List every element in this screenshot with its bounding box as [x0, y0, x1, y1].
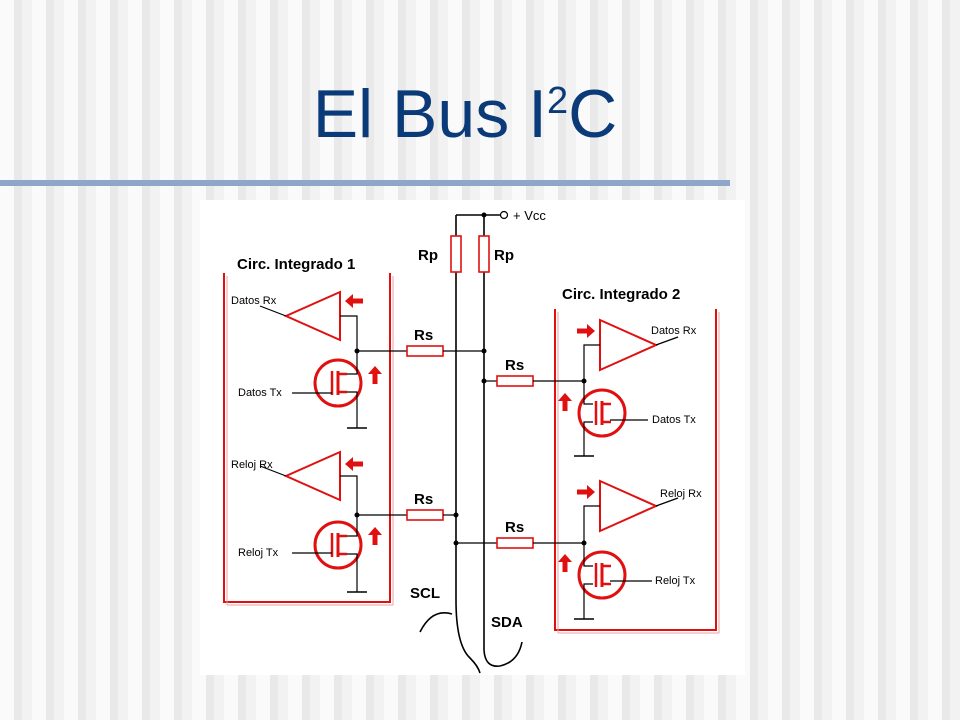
rs-label-2: Rs [505, 357, 524, 374]
title-superscript: 2 [547, 80, 569, 122]
chip2-title: Circ. Integrado 2 [562, 286, 680, 303]
sda-bus-line [483, 215, 523, 667]
chip1-clock-tx-label: Reloj Tx [238, 547, 279, 559]
title-underline [0, 180, 730, 186]
title-end: C [568, 76, 618, 152]
pullup-right-label: Rp [494, 247, 514, 264]
chip1-clock-rx-label: Reloj Rx [231, 459, 273, 471]
scl-label: SCL [410, 585, 440, 602]
series-resistor-chip1-data [406, 345, 444, 357]
chip2-clock-tx-transistor-icon [577, 550, 627, 600]
slide-title: El Bus I2C [0, 80, 930, 148]
chip1-data-tx-transistor-icon [313, 358, 363, 408]
chip2-clock-tx-arrow-icon [558, 554, 572, 572]
chip2-clock-rx-label: Reloj Rx [660, 488, 702, 500]
chip2-clock-rx-arrow-icon [577, 485, 595, 499]
i2c-bus-diagram: Circ. Integrado 1 Datos Rx Datos Tx Relo… [200, 200, 745, 675]
chip1-data-tx-label: Datos Tx [238, 387, 282, 399]
chip2-box [554, 309, 720, 634]
chip1-clock-tx-arrow-icon [368, 527, 382, 545]
vcc-label: + Vcc [513, 208, 546, 223]
sda-label: SDA [491, 614, 523, 631]
rs-label-3: Rs [414, 491, 433, 508]
chip1-clock-rx-arrow-icon [345, 457, 363, 471]
chip2-data-tx-arrow-icon [558, 393, 572, 411]
vcc-terminal-icon [499, 210, 509, 220]
series-resistor-chip2-data [496, 375, 534, 387]
rs-label-4: Rs [505, 519, 524, 536]
rs-label-1: Rs [414, 327, 433, 344]
chip2-data-tx-label: Datos Tx [652, 414, 696, 426]
scl-bus-line [419, 215, 481, 674]
chip2-data-rx-arrow-icon [577, 324, 595, 338]
chip1-title: Circ. Integrado 1 [237, 256, 355, 273]
series-resistor-chip2-clock [496, 537, 534, 549]
chip1-data-rx-buffer [283, 290, 341, 342]
chip1-data-rx-arrow-icon [345, 294, 363, 308]
chip2-data-rx-label: Datos Rx [651, 325, 697, 337]
chip1-data-rx-label: Datos Rx [231, 295, 277, 307]
chip2-data-rx-buffer [599, 318, 659, 372]
chip1-box [223, 273, 394, 606]
chip1-clock-tx-transistor-icon [313, 520, 363, 570]
pullup-left-label: Rp [418, 247, 438, 264]
chip1-clock-rx-buffer [283, 450, 341, 502]
title-main: El Bus I [312, 76, 548, 152]
chip2-clock-tx-label: Reloj Tx [655, 575, 696, 587]
chip2-data-tx-transistor-icon [577, 388, 627, 438]
pullup-resistor-sda [478, 235, 490, 273]
pullup-resistor-scl [450, 235, 462, 273]
chip2-clock-rx-buffer [599, 479, 659, 533]
chip1-data-tx-arrow-icon [368, 366, 382, 384]
series-resistor-chip1-clock [406, 509, 444, 521]
